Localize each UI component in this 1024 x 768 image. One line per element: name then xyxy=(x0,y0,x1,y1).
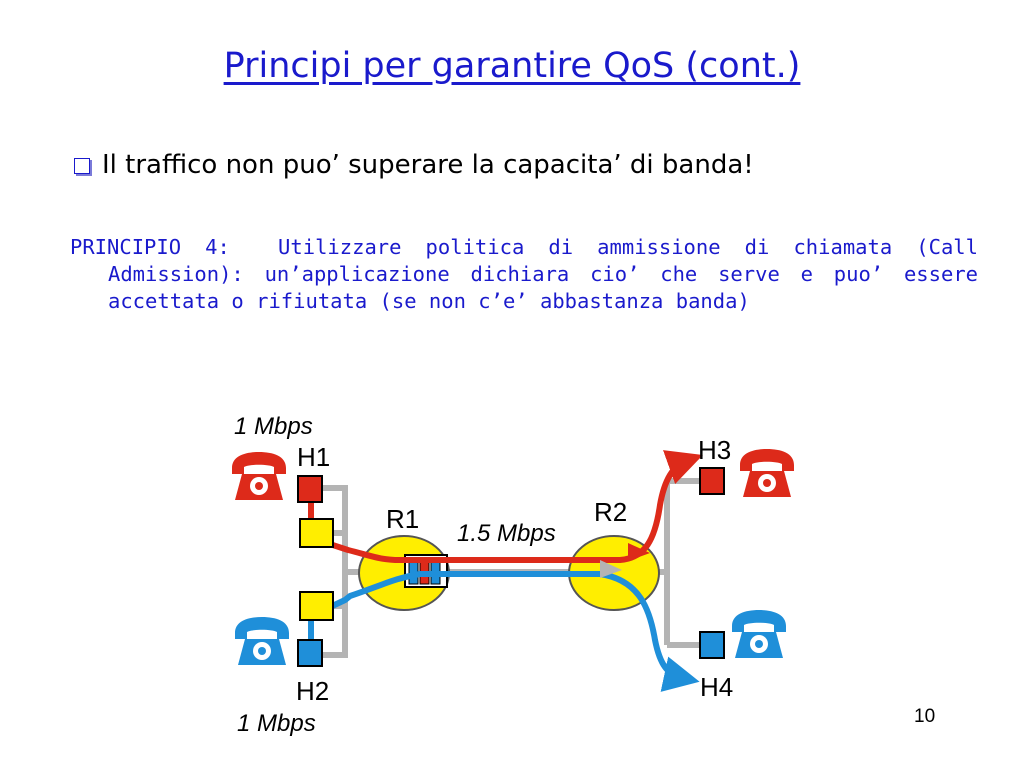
principle-paragraph: PRINCIPIO 4: Utilizzare politica di ammi… xyxy=(70,234,978,315)
telephone-icon xyxy=(732,610,786,658)
bullet-text: Il traffico non puo’ superare la capacit… xyxy=(102,150,754,180)
host-h1-label: H1 xyxy=(297,442,330,472)
principle-label: PRINCIPIO 4: xyxy=(70,235,230,259)
bullet-item: Il traffico non puo’ superare la capacit… xyxy=(74,150,754,180)
red-arrowhead-r2 xyxy=(628,543,650,561)
host-h2-label: H2 xyxy=(296,676,329,706)
rate-label-bottom: 1 Mbps xyxy=(237,710,316,737)
telephone-icon xyxy=(740,449,794,497)
host-h2-box xyxy=(297,639,323,667)
host-h3-box xyxy=(699,467,725,495)
host-h1-box xyxy=(297,475,323,503)
host-h3-label: H3 xyxy=(698,435,731,465)
host-h4-label: H4 xyxy=(700,672,733,702)
blue-flow-arrow xyxy=(308,571,700,692)
host-box-yellow-top xyxy=(299,518,334,548)
telephone-icon xyxy=(232,452,286,500)
slide-title: Principi per garantire QoS (cont.) xyxy=(223,46,801,86)
rate-label-top: 1 Mbps xyxy=(234,413,313,440)
link-capacity-label: 1.5 Mbps xyxy=(457,520,556,547)
router-r1-label: R1 xyxy=(386,504,419,534)
host-box-yellow-bottom xyxy=(299,591,334,621)
gray-arrowhead-r2 xyxy=(600,560,622,578)
page-number: 10 xyxy=(914,706,936,727)
router-r2-label: R2 xyxy=(594,497,627,527)
principle-text: Utilizzare politica di ammissione di chi… xyxy=(108,235,978,313)
telephone-icon xyxy=(235,617,289,665)
host-h4-box xyxy=(699,631,725,659)
square-bullet-icon xyxy=(74,158,90,174)
